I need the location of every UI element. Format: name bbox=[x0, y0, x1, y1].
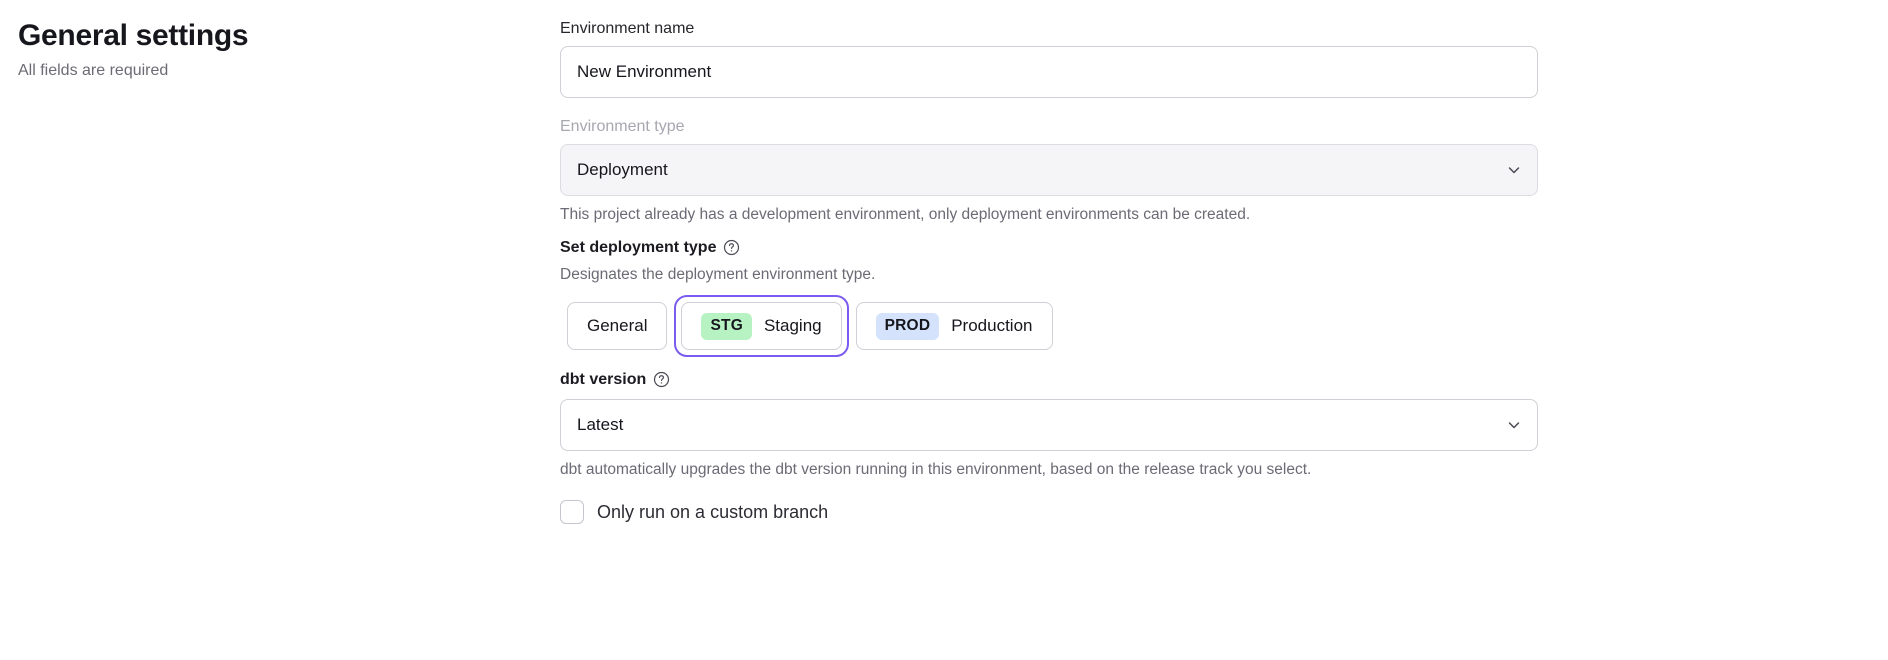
deployment-option-staging-wrap: STG Staging bbox=[674, 295, 849, 357]
deployment-option-production-label: Production bbox=[951, 316, 1033, 335]
environment-name-label: Environment name bbox=[560, 20, 695, 37]
environment-type-select[interactable]: Deployment bbox=[560, 144, 1538, 196]
dbt-version-label: dbt version bbox=[560, 371, 647, 388]
deployment-type-field: Set deployment type Designates the deplo… bbox=[560, 237, 1538, 357]
custom-branch-label[interactable]: Only run on a custom branch bbox=[597, 501, 829, 522]
chevron-down-icon bbox=[1507, 163, 1521, 177]
deployment-type-label: Set deployment type bbox=[560, 239, 717, 256]
deployment-type-label-row: Set deployment type bbox=[560, 237, 1538, 258]
custom-branch-row: Only run on a custom branch bbox=[560, 500, 1538, 524]
page-title: General settings bbox=[18, 19, 249, 52]
deployment-option-production-wrap: PROD Production bbox=[849, 295, 1060, 357]
deployment-option-general-label: General bbox=[587, 316, 648, 335]
environment-type-label: Environment type bbox=[560, 118, 685, 135]
environment-type-value: Deployment bbox=[577, 160, 668, 179]
settings-form-column: Environment name New Environment Environ… bbox=[560, 18, 1560, 660]
environment-name-field: Environment name New Environment bbox=[560, 18, 1538, 98]
question-mark-circle-icon[interactable] bbox=[653, 371, 670, 388]
dbt-version-helper-text: dbt automatically upgrades the dbt versi… bbox=[560, 461, 1312, 478]
chevron-down-icon bbox=[1507, 418, 1521, 432]
settings-intro-column: General settings All fields are required bbox=[0, 18, 560, 660]
environment-type-field: Environment type Deployment This project… bbox=[560, 116, 1538, 225]
dbt-version-label-row: dbt version bbox=[560, 369, 1538, 390]
question-mark-circle-icon[interactable] bbox=[723, 239, 740, 256]
deployment-option-staging[interactable]: STG Staging bbox=[681, 302, 842, 350]
deployment-option-production[interactable]: PROD Production bbox=[855, 302, 1053, 350]
dbt-version-value: Latest bbox=[577, 415, 624, 434]
deployment-option-general[interactable]: General bbox=[567, 302, 668, 350]
environment-name-input[interactable]: New Environment bbox=[560, 46, 1538, 98]
staging-badge: STG bbox=[701, 312, 752, 340]
deployment-type-options: General STG Staging PROD Production bbox=[560, 295, 1538, 357]
production-badge: PROD bbox=[875, 312, 940, 340]
deployment-option-general-wrap: General bbox=[560, 295, 674, 357]
deployment-option-staging-label: Staging bbox=[763, 316, 822, 335]
page-subtitle: All fields are required bbox=[18, 62, 169, 79]
dbt-version-field: dbt version Latest dbt automatica bbox=[560, 369, 1538, 480]
dbt-version-select[interactable]: Latest bbox=[560, 399, 1538, 451]
custom-branch-checkbox[interactable] bbox=[560, 500, 584, 524]
deployment-type-description: Designates the deployment environment ty… bbox=[560, 266, 876, 283]
environment-type-helper-text: This project already has a development e… bbox=[560, 206, 1251, 223]
